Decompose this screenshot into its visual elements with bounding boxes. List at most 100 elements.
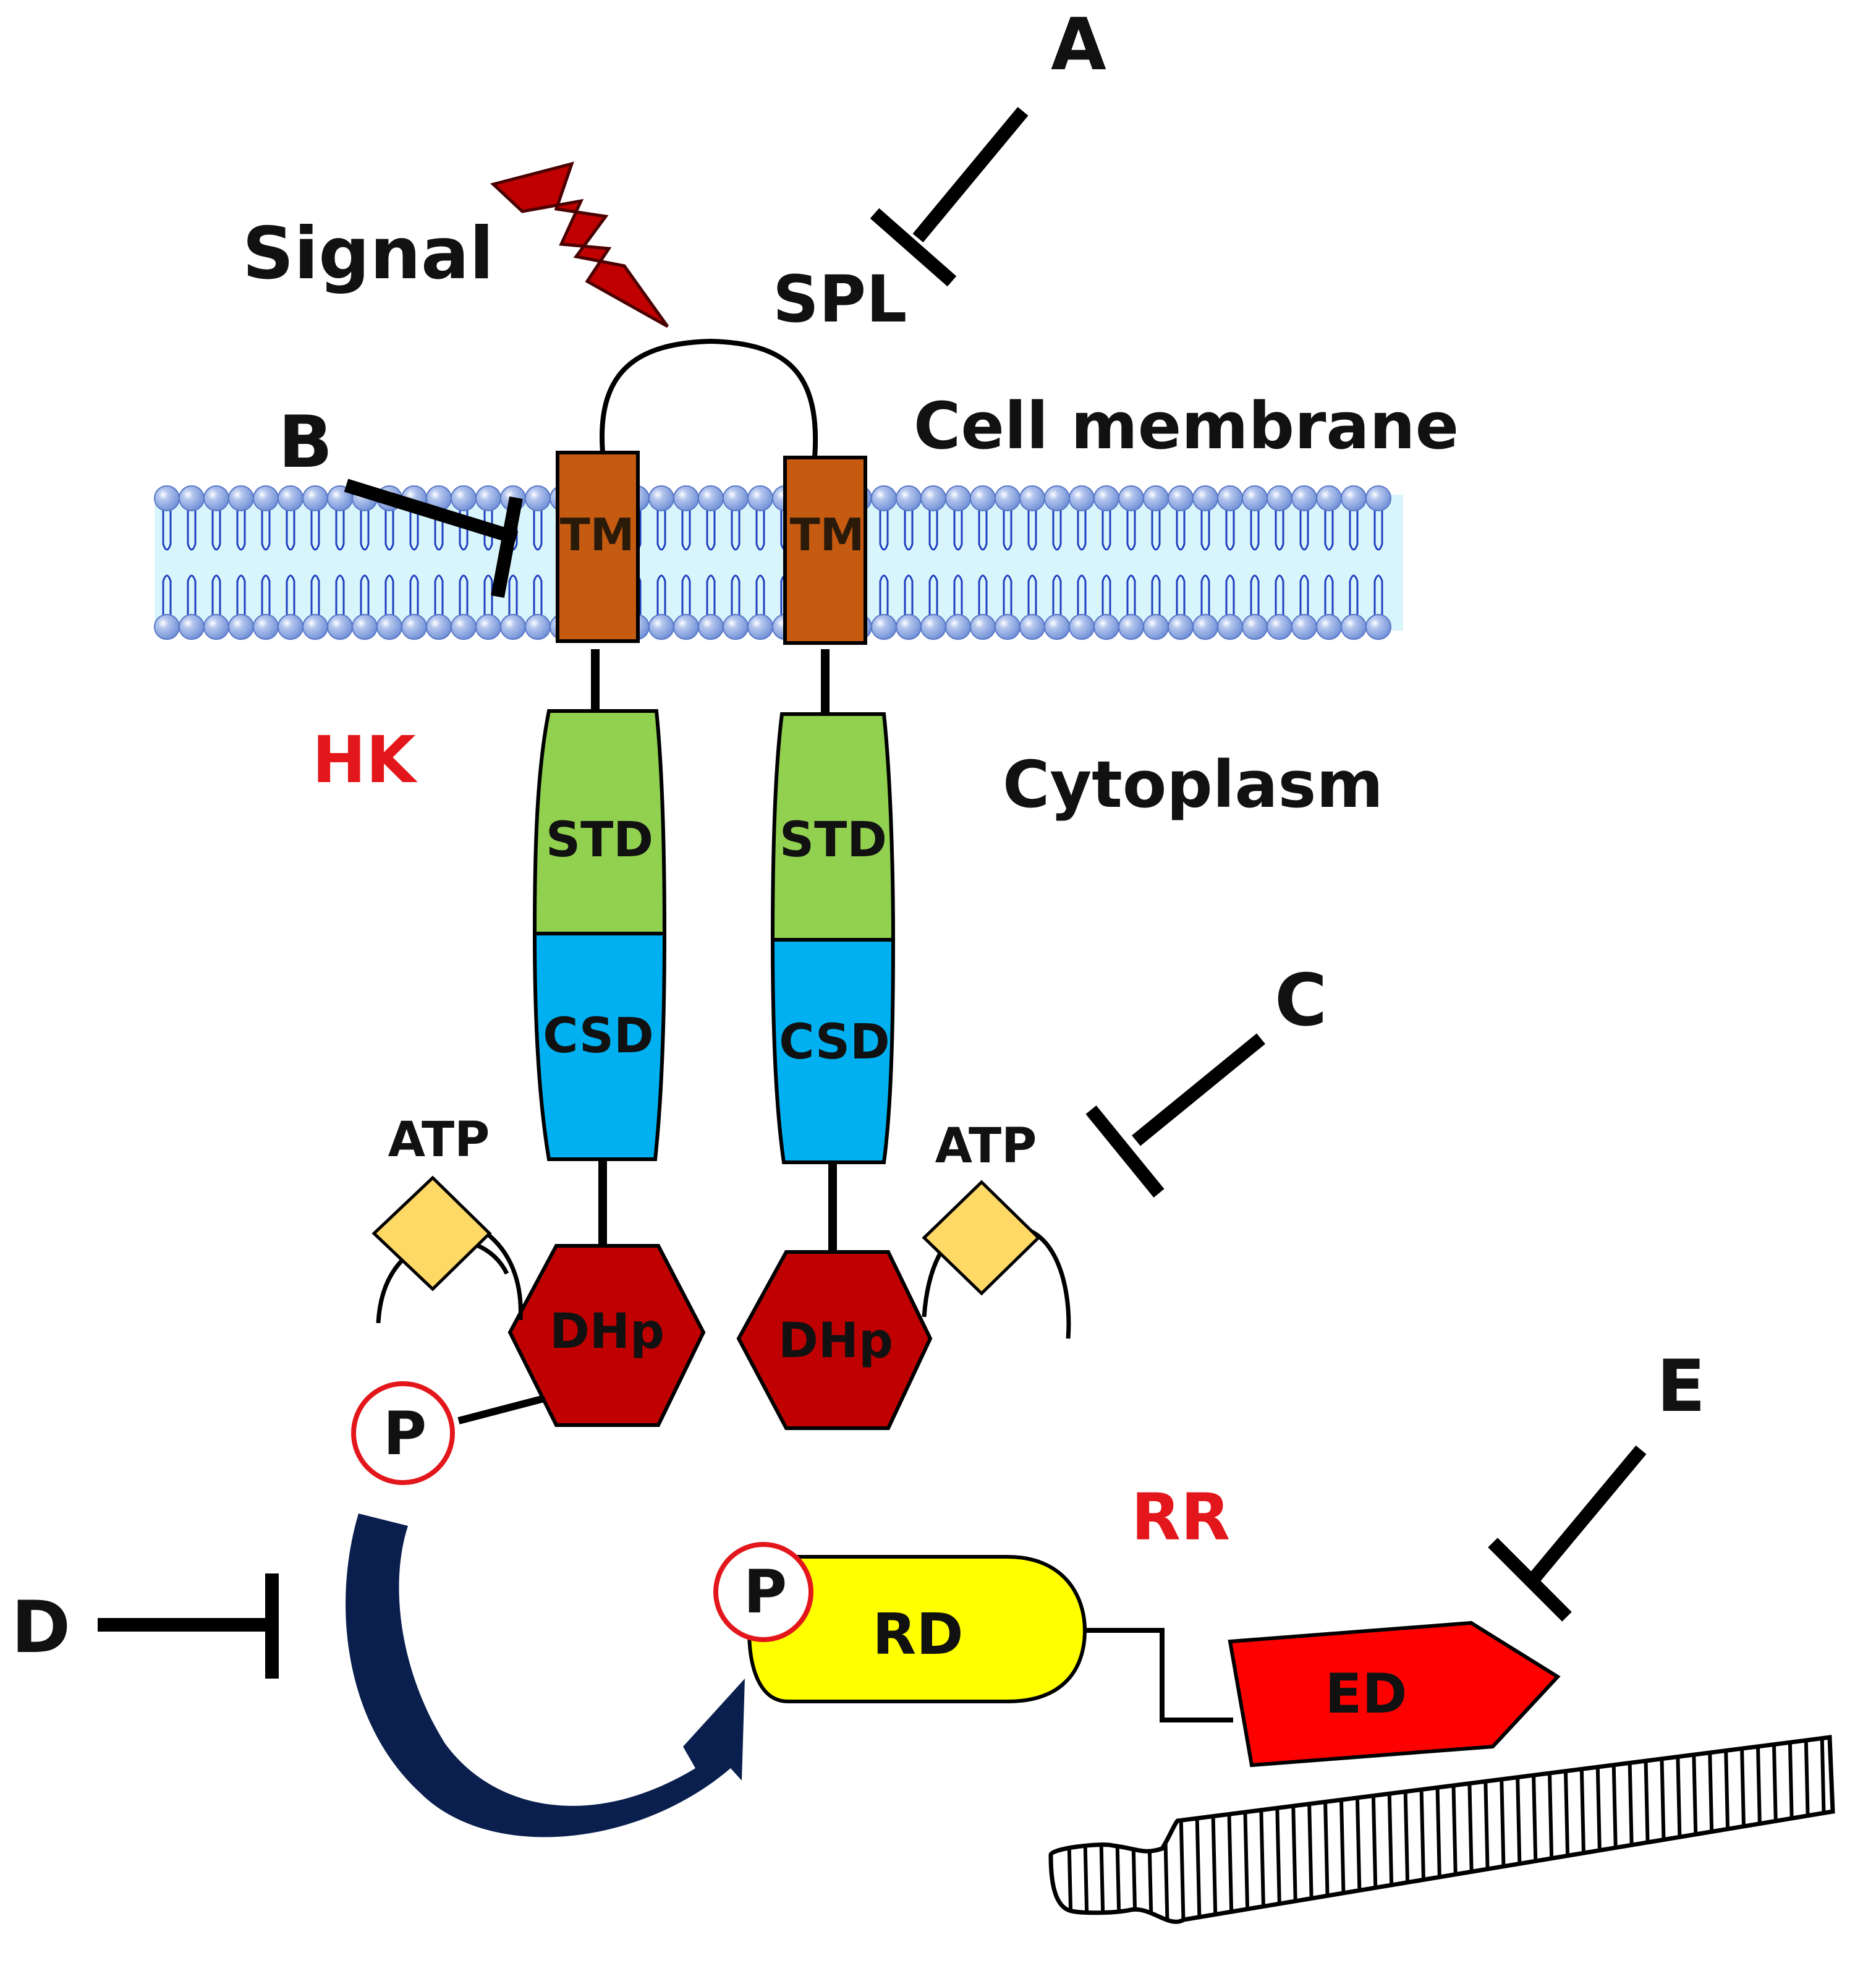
- lipid-head: [253, 614, 279, 640]
- dna-rung: [1659, 1737, 1668, 1922]
- lipid-head: [1118, 485, 1144, 511]
- lipid-tail: [1003, 574, 1012, 618]
- lipid-tail: [360, 574, 370, 618]
- lipid-tail: [533, 507, 543, 551]
- lipid-head: [475, 485, 501, 511]
- lipid-tail: [384, 574, 394, 618]
- atp-label-right: ATP: [935, 1118, 1037, 1174]
- lipid-tail: [335, 574, 345, 618]
- lipid-tail: [508, 574, 518, 618]
- phosphate-hk: [351, 1381, 455, 1485]
- dna-rung: [1225, 1737, 1234, 1922]
- lipid-tail: [310, 507, 320, 551]
- signal-label: Signal: [242, 212, 494, 296]
- lipid-head: [896, 485, 922, 511]
- lipid-head: [1143, 614, 1169, 640]
- dhp-label-left: DHp: [550, 1304, 664, 1360]
- dna-rung: [1804, 1737, 1812, 1922]
- lipid-head: [1192, 485, 1218, 511]
- lipid-tail: [1200, 574, 1210, 618]
- lipid-tail: [211, 574, 221, 618]
- std-label-right: STD: [779, 812, 887, 868]
- lipid-head: [648, 614, 674, 640]
- lipid-head: [525, 614, 551, 640]
- dna-rung: [1788, 1737, 1796, 1922]
- lipid-tail: [656, 574, 666, 618]
- lipid-tail: [187, 574, 197, 618]
- lipid-head: [871, 485, 897, 511]
- lipid-tail: [978, 574, 988, 618]
- csd-label-left: CSD: [543, 1008, 654, 1064]
- lipid-head: [352, 614, 378, 640]
- lipid-tail: [706, 507, 716, 551]
- lipid-tail: [755, 507, 765, 551]
- dna-rung: [1482, 1737, 1491, 1922]
- lipid-head: [327, 614, 353, 640]
- dna-rung: [1466, 1737, 1475, 1922]
- lipid-tail: [211, 507, 221, 551]
- lipid-head: [995, 614, 1021, 640]
- dna-rung: [1161, 1737, 1169, 1922]
- dna-rung: [1177, 1737, 1186, 1922]
- lipid-head: [1217, 485, 1243, 511]
- dna-rung: [1547, 1737, 1555, 1922]
- lipid-tail: [1176, 507, 1186, 551]
- dna-rung: [1691, 1737, 1700, 1922]
- inhibitor-c-letter: C: [1275, 959, 1327, 1042]
- lipid-tail: [1275, 574, 1284, 618]
- lipid-head: [1291, 614, 1317, 640]
- lipid-head: [154, 485, 180, 511]
- dna-rung: [1772, 1737, 1780, 1922]
- response-regulator: RD P ED: [713, 1542, 1561, 1768]
- lipid-tail: [928, 574, 938, 618]
- phosphate-rr: [713, 1542, 813, 1642]
- lipid-head: [970, 614, 996, 640]
- dna-rung: [1193, 1737, 1202, 1922]
- dna-rung: [1627, 1737, 1636, 1922]
- lipid-tail: [360, 507, 370, 551]
- lipid-tail: [1275, 507, 1284, 551]
- lipid-tail: [656, 507, 666, 551]
- dna-rung: [1129, 1737, 1137, 1922]
- lipid-tail: [1225, 507, 1235, 551]
- dna-rung: [1755, 1737, 1764, 1922]
- lipid-head: [673, 614, 699, 640]
- lipid-tail: [978, 507, 988, 551]
- lipid-tail: [1077, 507, 1087, 551]
- lipid-tail: [1324, 507, 1334, 551]
- lipid-head: [451, 614, 477, 640]
- hk-label: HK: [312, 722, 418, 798]
- inhibitor-b: [344, 479, 523, 598]
- lipid-head: [1267, 614, 1292, 640]
- atp-binding-left: ATP: [371, 1112, 523, 1324]
- lipid-head: [1093, 614, 1119, 640]
- lipid-head: [1316, 614, 1342, 640]
- lipid-head: [1093, 485, 1119, 511]
- std-label-left: STD: [546, 812, 653, 868]
- lipid-head: [723, 614, 749, 640]
- lipid-head: [376, 614, 402, 640]
- lipid-head: [723, 485, 749, 511]
- lipid-head: [154, 614, 180, 640]
- lipid-tail: [1349, 507, 1359, 551]
- lipid-tail: [1077, 574, 1087, 618]
- lipid-head: [920, 614, 946, 640]
- lipid-head: [698, 614, 724, 640]
- csd-domain-right: [770, 938, 896, 1164]
- dna-rung: [1611, 1737, 1619, 1922]
- ed-label: ED: [1325, 1662, 1407, 1726]
- lipid-head: [426, 614, 452, 640]
- lipid-tail: [1027, 507, 1037, 551]
- dhp-domain-left: [507, 1244, 706, 1427]
- dna-rung: [1097, 1737, 1105, 1922]
- lipid-tail: [1052, 574, 1062, 618]
- inhibitor-d: [98, 1573, 279, 1679]
- lipid-head: [698, 485, 724, 511]
- lipid-head: [228, 485, 254, 511]
- lipid-head: [1019, 614, 1045, 640]
- dhp-label-right: DHp: [778, 1313, 893, 1369]
- lipid-head: [896, 614, 922, 640]
- lipid-tail: [459, 574, 469, 618]
- lipid-head: [228, 614, 254, 640]
